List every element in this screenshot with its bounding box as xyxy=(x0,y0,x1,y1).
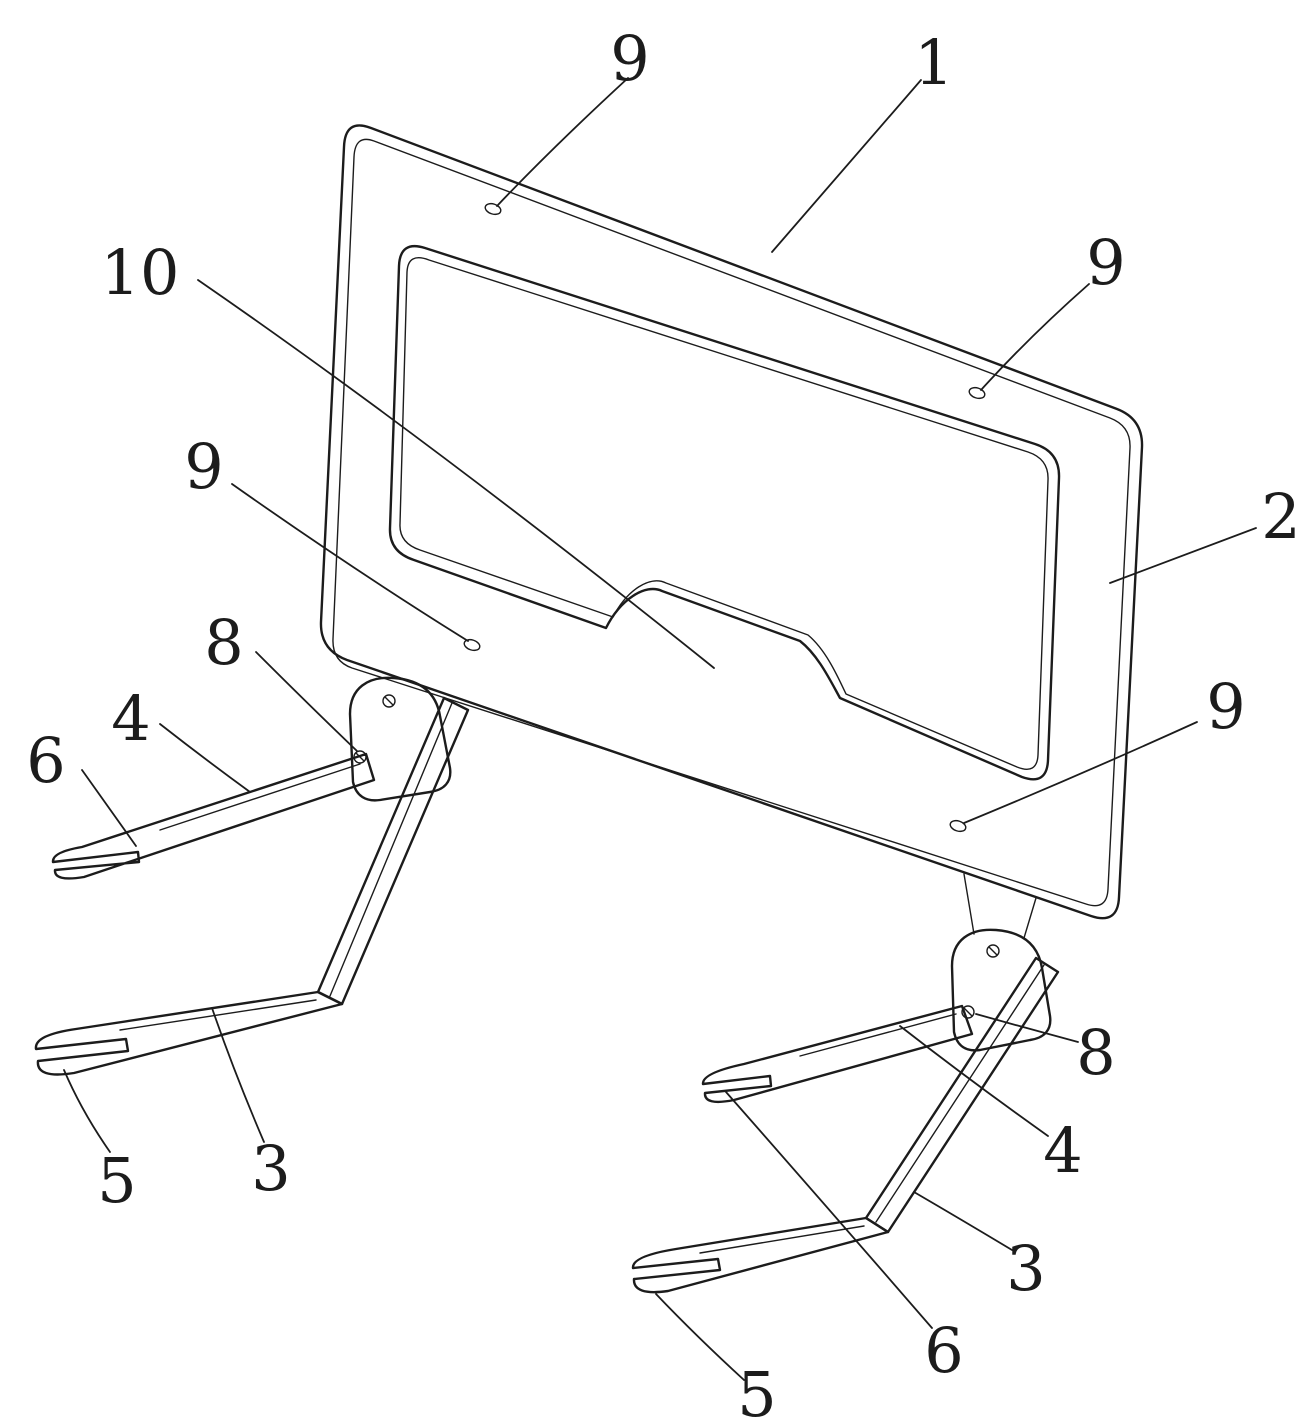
panel-cutout-outline xyxy=(388,244,1061,781)
left-foot-fork xyxy=(34,990,344,1076)
screw-slot xyxy=(384,696,394,706)
right-arm-thickness-line xyxy=(799,1013,957,1057)
leader-5-bottom-left xyxy=(63,1069,111,1153)
ref-label-4-right: 4 xyxy=(1043,1114,1082,1187)
ref-label-8-right: 8 xyxy=(1076,1016,1115,1089)
screw-head xyxy=(986,944,1000,958)
leader-9-left-middle xyxy=(231,483,469,642)
right-arm-fork-slot xyxy=(769,1075,772,1087)
left-bracket-screw-upper xyxy=(382,694,396,708)
leader-2 xyxy=(1109,527,1257,584)
right-leg-assembly xyxy=(631,873,1060,1294)
leader-3-left xyxy=(211,1007,265,1143)
screw-slot xyxy=(988,946,998,956)
screw-slot xyxy=(963,1007,973,1017)
ref-label-9-top: 9 xyxy=(610,22,649,95)
ref-label-5-bottom-left: 5 xyxy=(97,1144,136,1217)
ref-label-8-left: 8 xyxy=(204,606,243,679)
backrest-panel xyxy=(319,124,1144,920)
leader-9-right-upper xyxy=(980,283,1090,391)
right-leg-thickness-line xyxy=(875,964,1045,1223)
leader-4-right xyxy=(899,1025,1049,1137)
ref-label-2: 2 xyxy=(1261,480,1300,553)
leader-6-right xyxy=(725,1091,933,1329)
leader-4-left xyxy=(159,723,251,793)
leader-9-right-lower xyxy=(963,721,1198,824)
mounting-hole-bottom-right xyxy=(949,819,967,833)
left-pivot-bracket xyxy=(348,676,452,802)
ref-label-3-left: 3 xyxy=(251,1132,290,1205)
ref-label-9-right-lower: 9 xyxy=(1206,670,1245,743)
ref-label-3-right: 3 xyxy=(1006,1232,1045,1305)
ref-label-6-left: 6 xyxy=(26,724,65,797)
leader-8-right xyxy=(975,1013,1079,1043)
panel-face-inner-line xyxy=(332,138,1131,907)
right-pivot-bracket xyxy=(950,928,1052,1052)
leader-5-bottom-right xyxy=(655,1293,745,1381)
left-support-arm xyxy=(51,752,376,880)
right-bracket-tab-line-left xyxy=(963,873,975,935)
ref-label-5-bottom-right: 5 xyxy=(737,1358,776,1428)
leader-1 xyxy=(771,79,922,253)
panel-outer-outline xyxy=(319,124,1144,920)
right-foot-thickness-line xyxy=(699,1225,865,1254)
ref-label-9-right-upper: 9 xyxy=(1086,226,1125,299)
left-foot-thickness-line xyxy=(119,999,317,1031)
ref-label-4-left: 4 xyxy=(111,682,150,755)
right-bracket-screw-lower xyxy=(961,1005,975,1019)
screw-head xyxy=(961,1005,975,1019)
leader-6-left xyxy=(81,769,137,847)
right-bracket-screw-upper xyxy=(986,944,1000,958)
ref-label-1: 1 xyxy=(914,26,953,99)
screw-head xyxy=(382,694,396,708)
leader-9-top xyxy=(496,77,629,207)
left-arm-fork-slot xyxy=(137,851,140,863)
mounting-hole-bottom-left xyxy=(463,638,481,652)
ref-label-9-left-middle: 9 xyxy=(184,430,223,503)
reference-numerals: 9 1 10 9 9 2 8 4 6 9 5 3 8 4 3 6 5 xyxy=(26,22,1300,1428)
leader-8-left xyxy=(255,651,358,752)
right-foot-fork xyxy=(631,1216,890,1294)
leader-10 xyxy=(197,279,715,669)
left-arm-thickness-line xyxy=(159,763,361,831)
ref-label-6-right: 6 xyxy=(924,1314,963,1387)
mounting-hole-top-left xyxy=(484,202,502,216)
mounting-hole-top-right xyxy=(968,386,986,400)
left-leg-assembly xyxy=(34,676,470,1076)
right-leg xyxy=(864,956,1060,1234)
leader-lines xyxy=(63,77,1257,1381)
left-leg-thickness-line xyxy=(329,702,453,997)
ref-label-10: 10 xyxy=(101,236,180,309)
leader-3-right xyxy=(913,1191,1013,1251)
panel-cutout-inner-line xyxy=(399,257,1049,770)
right-bracket-tab-line-right xyxy=(1023,897,1037,939)
